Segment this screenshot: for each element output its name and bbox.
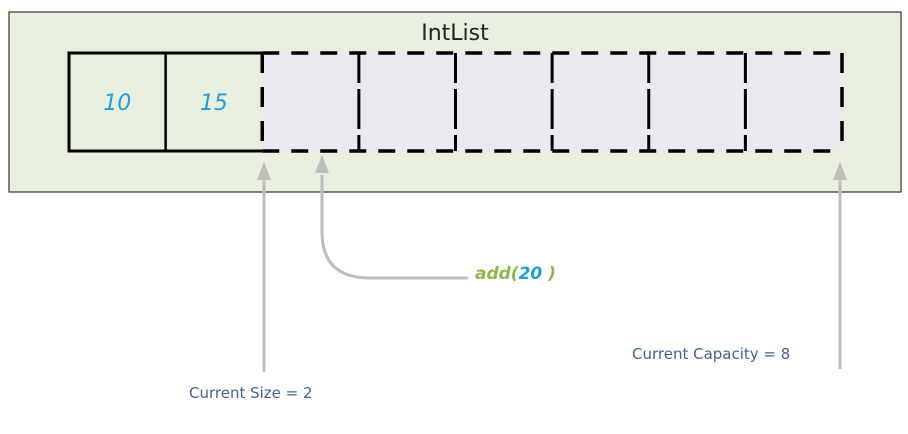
size-arrow-head: [257, 162, 271, 180]
add-method: add(: [475, 264, 519, 284]
empty-cell: [358, 53, 456, 151]
add-arrow-head: [315, 155, 329, 173]
empty-cell: [552, 53, 649, 151]
add-arrow-line: [320, 175, 468, 280]
empty-cell: [262, 53, 359, 151]
current-capacity-label: Current Capacity = 8: [632, 345, 790, 363]
filled-cell: [165, 53, 263, 151]
add-operation-label: add(20 ): [475, 264, 556, 284]
empty-cell: [455, 53, 553, 151]
add-close-paren: ): [542, 264, 556, 284]
filled-cell: [69, 53, 166, 151]
empty-cell: [745, 53, 842, 151]
add-argument: 20: [519, 264, 543, 284]
empty-cell: [648, 53, 746, 151]
array-cells: 10 15: [67, 51, 844, 153]
capacity-arrow-head: [833, 162, 847, 180]
cell-value: 10: [103, 91, 131, 116]
current-size-label: Current Size = 2: [189, 384, 313, 402]
cell-value: 15: [200, 91, 228, 116]
intlist-title: IntList: [421, 21, 489, 46]
